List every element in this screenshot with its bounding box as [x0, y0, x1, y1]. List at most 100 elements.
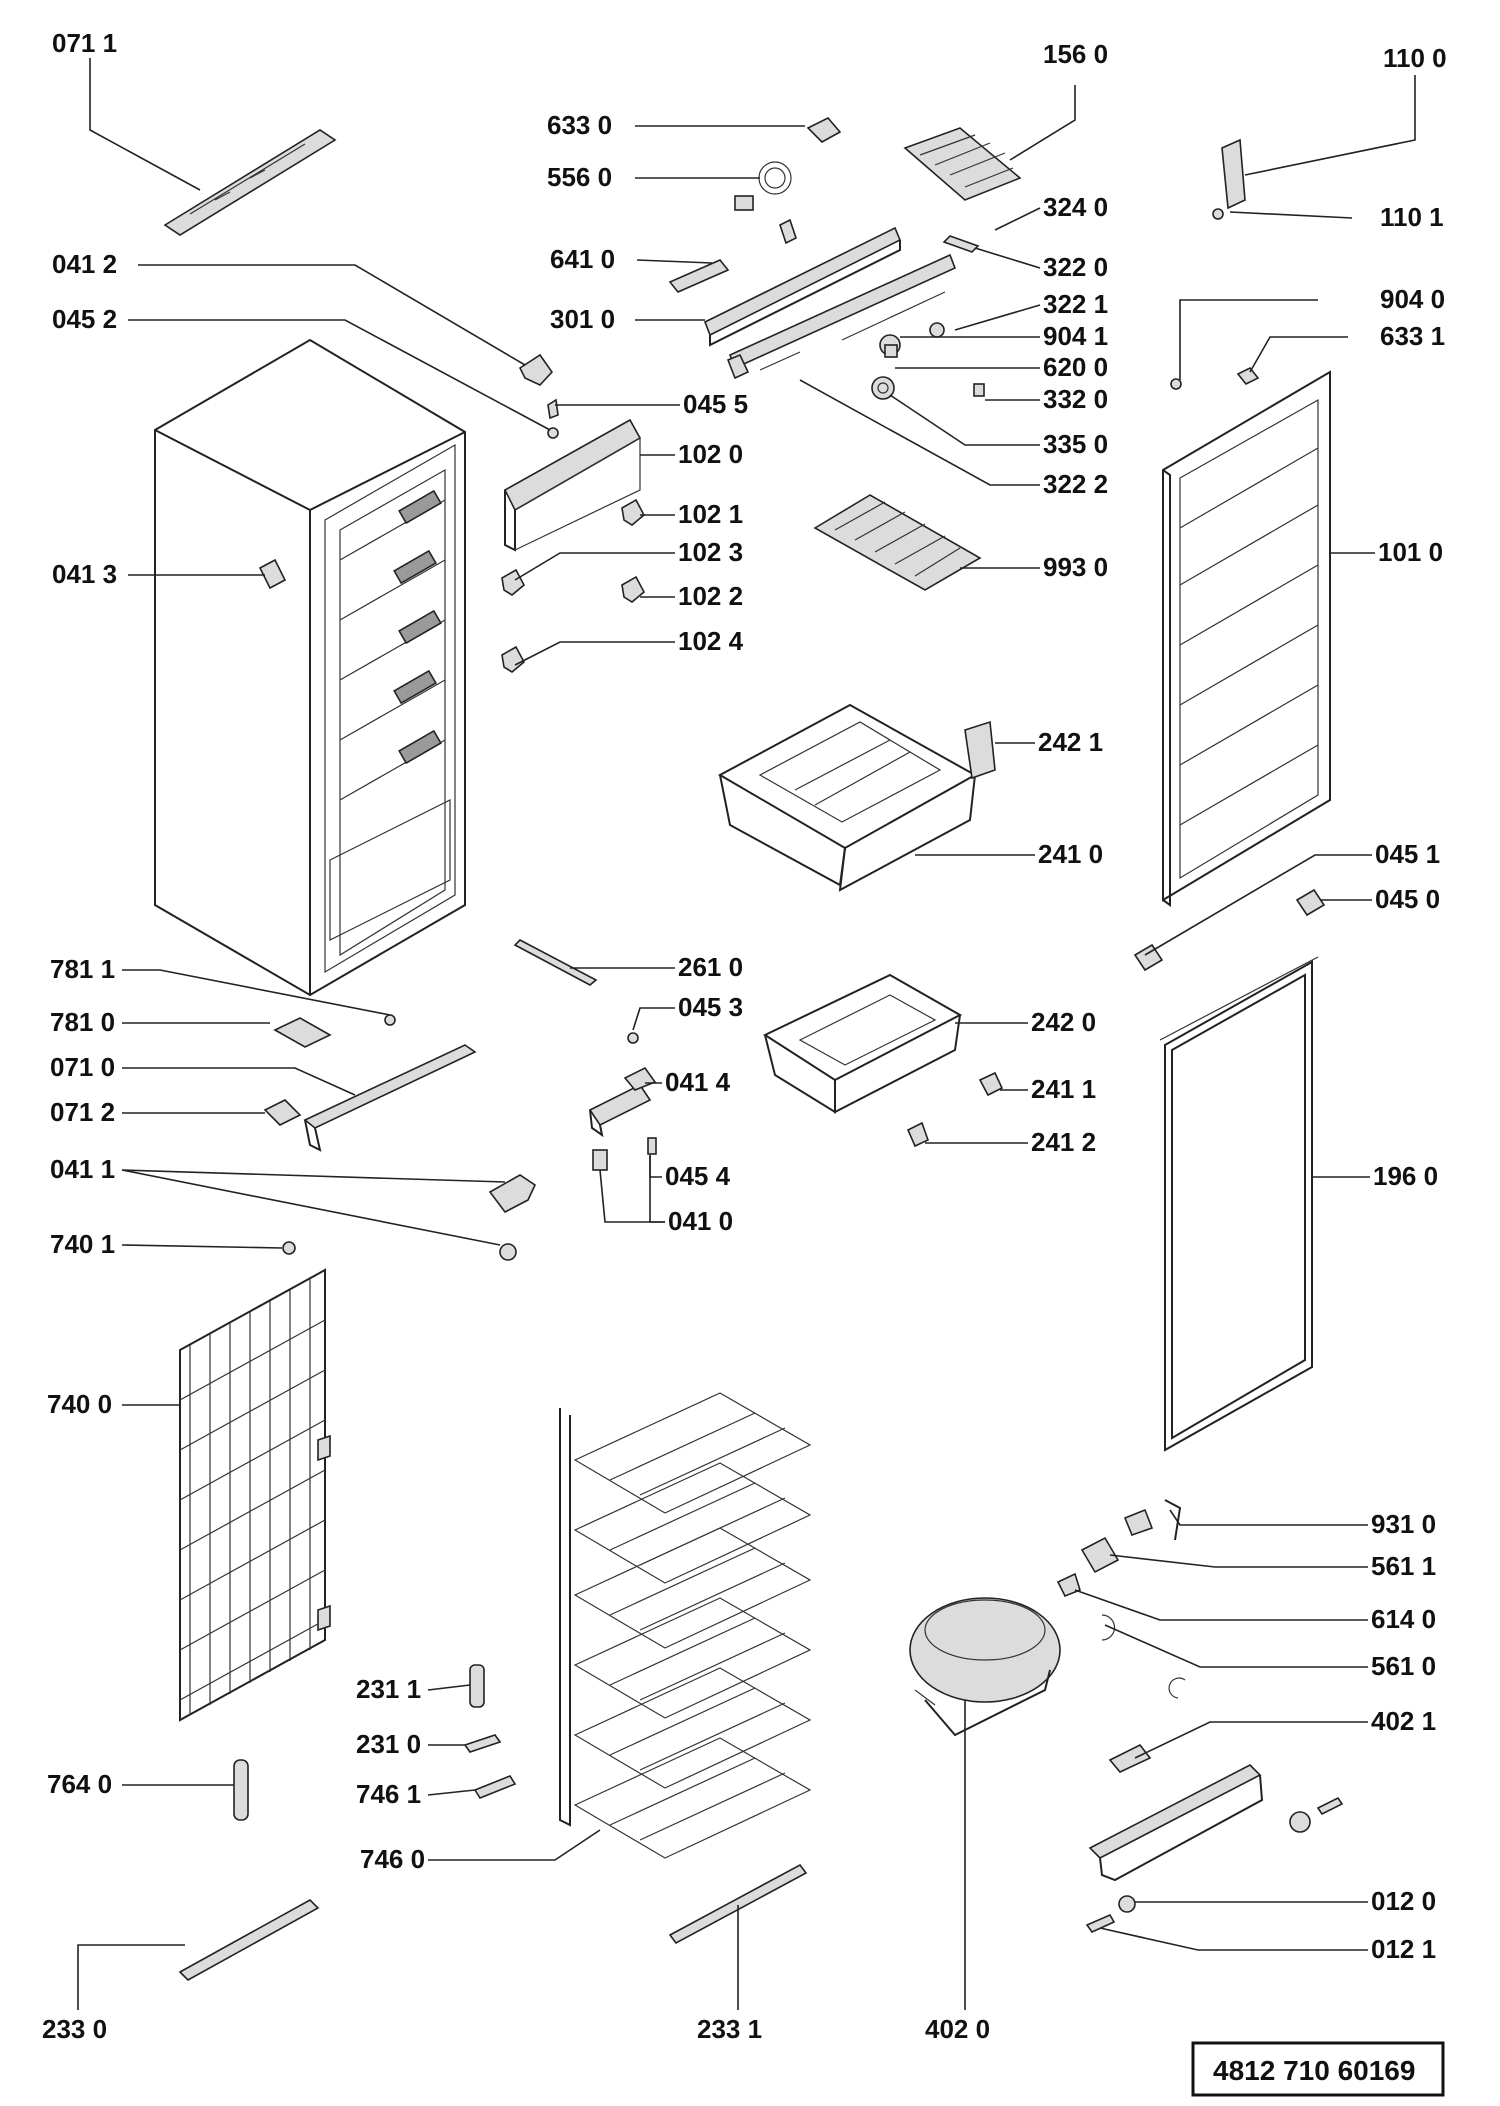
part-071-1-drawing	[163, 129, 337, 236]
label-045-0: 045 0	[1375, 884, 1440, 914]
label-045-2: 045 2	[52, 304, 117, 334]
label-071-2: 071 2	[50, 1097, 115, 1127]
label-102-4: 102 4	[678, 626, 744, 656]
leader-lines	[77, 58, 1416, 2010]
label-045-5: 045 5	[683, 389, 748, 419]
label-242-0: 242 0	[1031, 1007, 1096, 1037]
part-045-0-drawing	[1295, 888, 1326, 917]
label-041-3: 041 3	[52, 559, 117, 589]
label-746-1: 746 1	[356, 1779, 421, 1809]
label-402-1: 402 1	[1371, 1706, 1436, 1736]
part-746-0-drawing	[559, 1392, 812, 1859]
label-322-1: 322 1	[1043, 289, 1108, 319]
label-231-0: 231 0	[356, 1729, 421, 1759]
label-620-0: 620 0	[1043, 352, 1108, 382]
cabinet-body-drawing	[154, 338, 466, 997]
part-thermostat-group-drawing	[668, 117, 842, 293]
part-041-3-drawing	[258, 558, 287, 590]
label-322-2: 322 2	[1043, 469, 1108, 499]
part-993-0-drawing	[813, 494, 982, 591]
label-156-0: 156 0	[1043, 39, 1108, 69]
part-242-0-drawing	[762, 973, 1004, 1148]
label-012-1: 012 1	[1371, 1934, 1436, 1964]
part-241-0-drawing	[717, 703, 996, 892]
label-781-1: 781 1	[50, 954, 115, 984]
part-bottom-front-drawing	[263, 1014, 477, 1152]
label-332-0: 332 0	[1043, 384, 1108, 414]
label-261-0: 261 0	[678, 952, 743, 982]
label-322-0: 322 0	[1043, 252, 1108, 282]
label-633-0: 633 0	[547, 110, 612, 140]
label-781-0: 781 0	[50, 1007, 115, 1037]
part-156-0-drawing	[903, 127, 1022, 201]
label-045-1: 045 1	[1375, 839, 1440, 869]
label-241-2: 241 2	[1031, 1127, 1096, 1157]
label-324-0: 324 0	[1043, 192, 1108, 222]
label-556-0: 556 0	[547, 162, 612, 192]
label-740-0: 740 0	[47, 1389, 112, 1419]
label-904-1: 904 1	[1043, 321, 1108, 351]
label-402-0: 402 0	[925, 2014, 990, 2044]
part-102-0-drawing	[503, 418, 642, 552]
label-561-1: 561 1	[1371, 1551, 1436, 1581]
part-196-0-drawing	[1159, 956, 1319, 1452]
label-041-1: 041 1	[50, 1154, 115, 1184]
label-641-0: 641 0	[550, 244, 615, 274]
label-041-2: 041 2	[52, 249, 117, 279]
part-041-2-drawing	[518, 353, 559, 439]
label-110-0: 110 0	[1383, 43, 1447, 73]
label-614-0: 614 0	[1371, 1604, 1436, 1634]
part-740-0-drawing	[179, 1241, 331, 1722]
label-764-0: 764 0	[47, 1769, 112, 1799]
part-402-0-drawing	[909, 1597, 1061, 1737]
label-102-1: 102 1	[678, 499, 743, 529]
reference-number-box: 4812 710 60169	[1191, 2041, 1445, 2097]
reference-number: 4812 710 60169	[1213, 2055, 1415, 2086]
label-041-0: 041 0	[668, 1206, 733, 1236]
label-012-0: 012 0	[1371, 1886, 1436, 1916]
label-231-1: 231 1	[356, 1674, 421, 1704]
label-561-0: 561 0	[1371, 1651, 1436, 1681]
label-242-1: 242 1	[1038, 727, 1103, 757]
label-102-3: 102 3	[678, 537, 743, 567]
part-041-1-drawing	[488, 1174, 537, 1261]
part-101-0-drawing	[1162, 370, 1331, 907]
part-764-0-drawing	[233, 1759, 249, 1821]
label-101-0: 101 0	[1378, 537, 1443, 567]
part-110-0-drawing	[1212, 138, 1246, 220]
part-904-0-drawing	[1170, 378, 1182, 390]
label-233-0: 233 0	[42, 2014, 107, 2044]
label-746-0: 746 0	[360, 1844, 425, 1874]
label-931-0: 931 0	[1371, 1509, 1436, 1539]
label-071-0: 071 0	[50, 1052, 115, 1082]
label-241-1: 241 1	[1031, 1074, 1096, 1104]
label-904-0: 904 0	[1380, 284, 1445, 314]
part-233-1-drawing	[668, 1863, 808, 1945]
label-110-1: 110 1	[1380, 202, 1444, 232]
label-233-1: 233 1	[697, 2014, 762, 2044]
part-012-group-drawing	[1085, 1764, 1344, 1934]
label-045-4: 045 4	[665, 1161, 731, 1191]
label-071-1: 071 1	[52, 28, 117, 58]
label-196-0: 196 0	[1373, 1161, 1438, 1191]
label-102-2: 102 2	[678, 581, 743, 611]
part-labels: 071 1 156 0 110 0 633 0 556 0 324 0 110 …	[42, 28, 1447, 2044]
label-241-0: 241 0	[1038, 839, 1103, 869]
part-electrical-group-drawing	[1056, 1499, 1186, 1773]
part-041-4-drawing	[588, 1032, 657, 1171]
label-633-1: 633 1	[1380, 321, 1445, 351]
part-231-group-drawing	[463, 1664, 517, 1799]
label-045-3: 045 3	[678, 992, 743, 1022]
label-740-1: 740 1	[50, 1229, 115, 1259]
label-301-0: 301 0	[550, 304, 615, 334]
part-233-0-drawing	[178, 1899, 320, 1981]
part-633-1-drawing	[1236, 366, 1260, 386]
part-045-1-drawing	[1133, 943, 1164, 972]
part-102-clips-drawing	[501, 498, 646, 673]
label-041-4: 041 4	[665, 1067, 731, 1097]
label-993-0: 993 0	[1043, 552, 1108, 582]
part-261-0-drawing	[513, 939, 598, 986]
part-301-0-drawing	[703, 226, 985, 400]
label-335-0: 335 0	[1043, 429, 1108, 459]
